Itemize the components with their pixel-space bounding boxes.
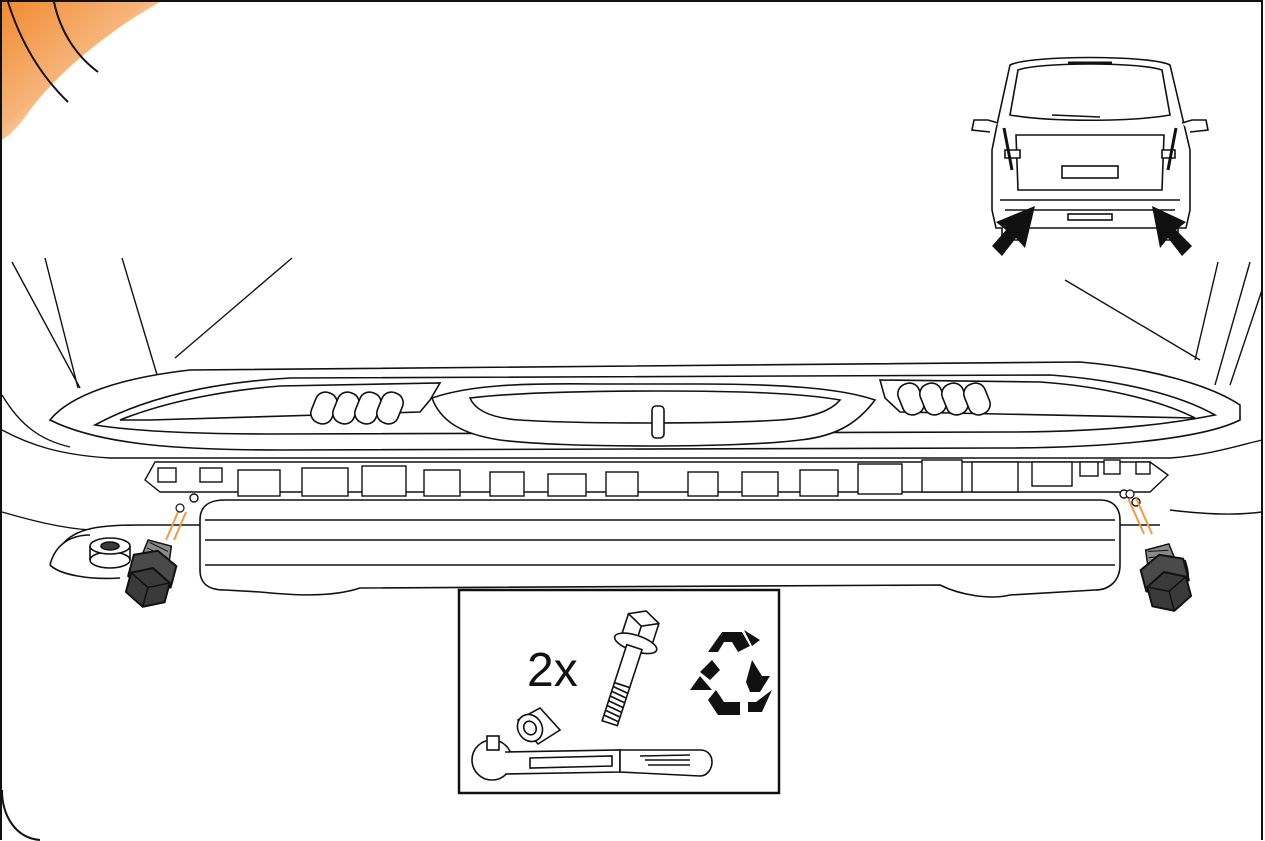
tow-bar-beam xyxy=(49,499,1190,598)
bumper-vents-left xyxy=(310,391,404,425)
rear-bumper xyxy=(48,361,1241,451)
recycle-icon xyxy=(690,630,772,715)
location-arrows xyxy=(992,206,1192,256)
socket-icon xyxy=(516,706,562,746)
quantity-label: 2x xyxy=(527,644,578,697)
tools-box: 2x xyxy=(457,588,781,795)
van-rear-view-icon xyxy=(971,56,1209,241)
hex-bolt-right-icon xyxy=(1134,540,1197,618)
vehicle-body-outline xyxy=(1,257,1263,531)
bolt-guide-lines xyxy=(165,497,1153,541)
bumper-vents-right xyxy=(897,382,991,416)
bumper-mounting-strip xyxy=(144,459,1170,507)
page-corner xyxy=(1,789,41,841)
bolt-icon xyxy=(601,610,660,727)
corner-decoration xyxy=(2,1,160,140)
ratchet-wrench-icon xyxy=(471,735,713,781)
spacer-block xyxy=(89,537,131,569)
